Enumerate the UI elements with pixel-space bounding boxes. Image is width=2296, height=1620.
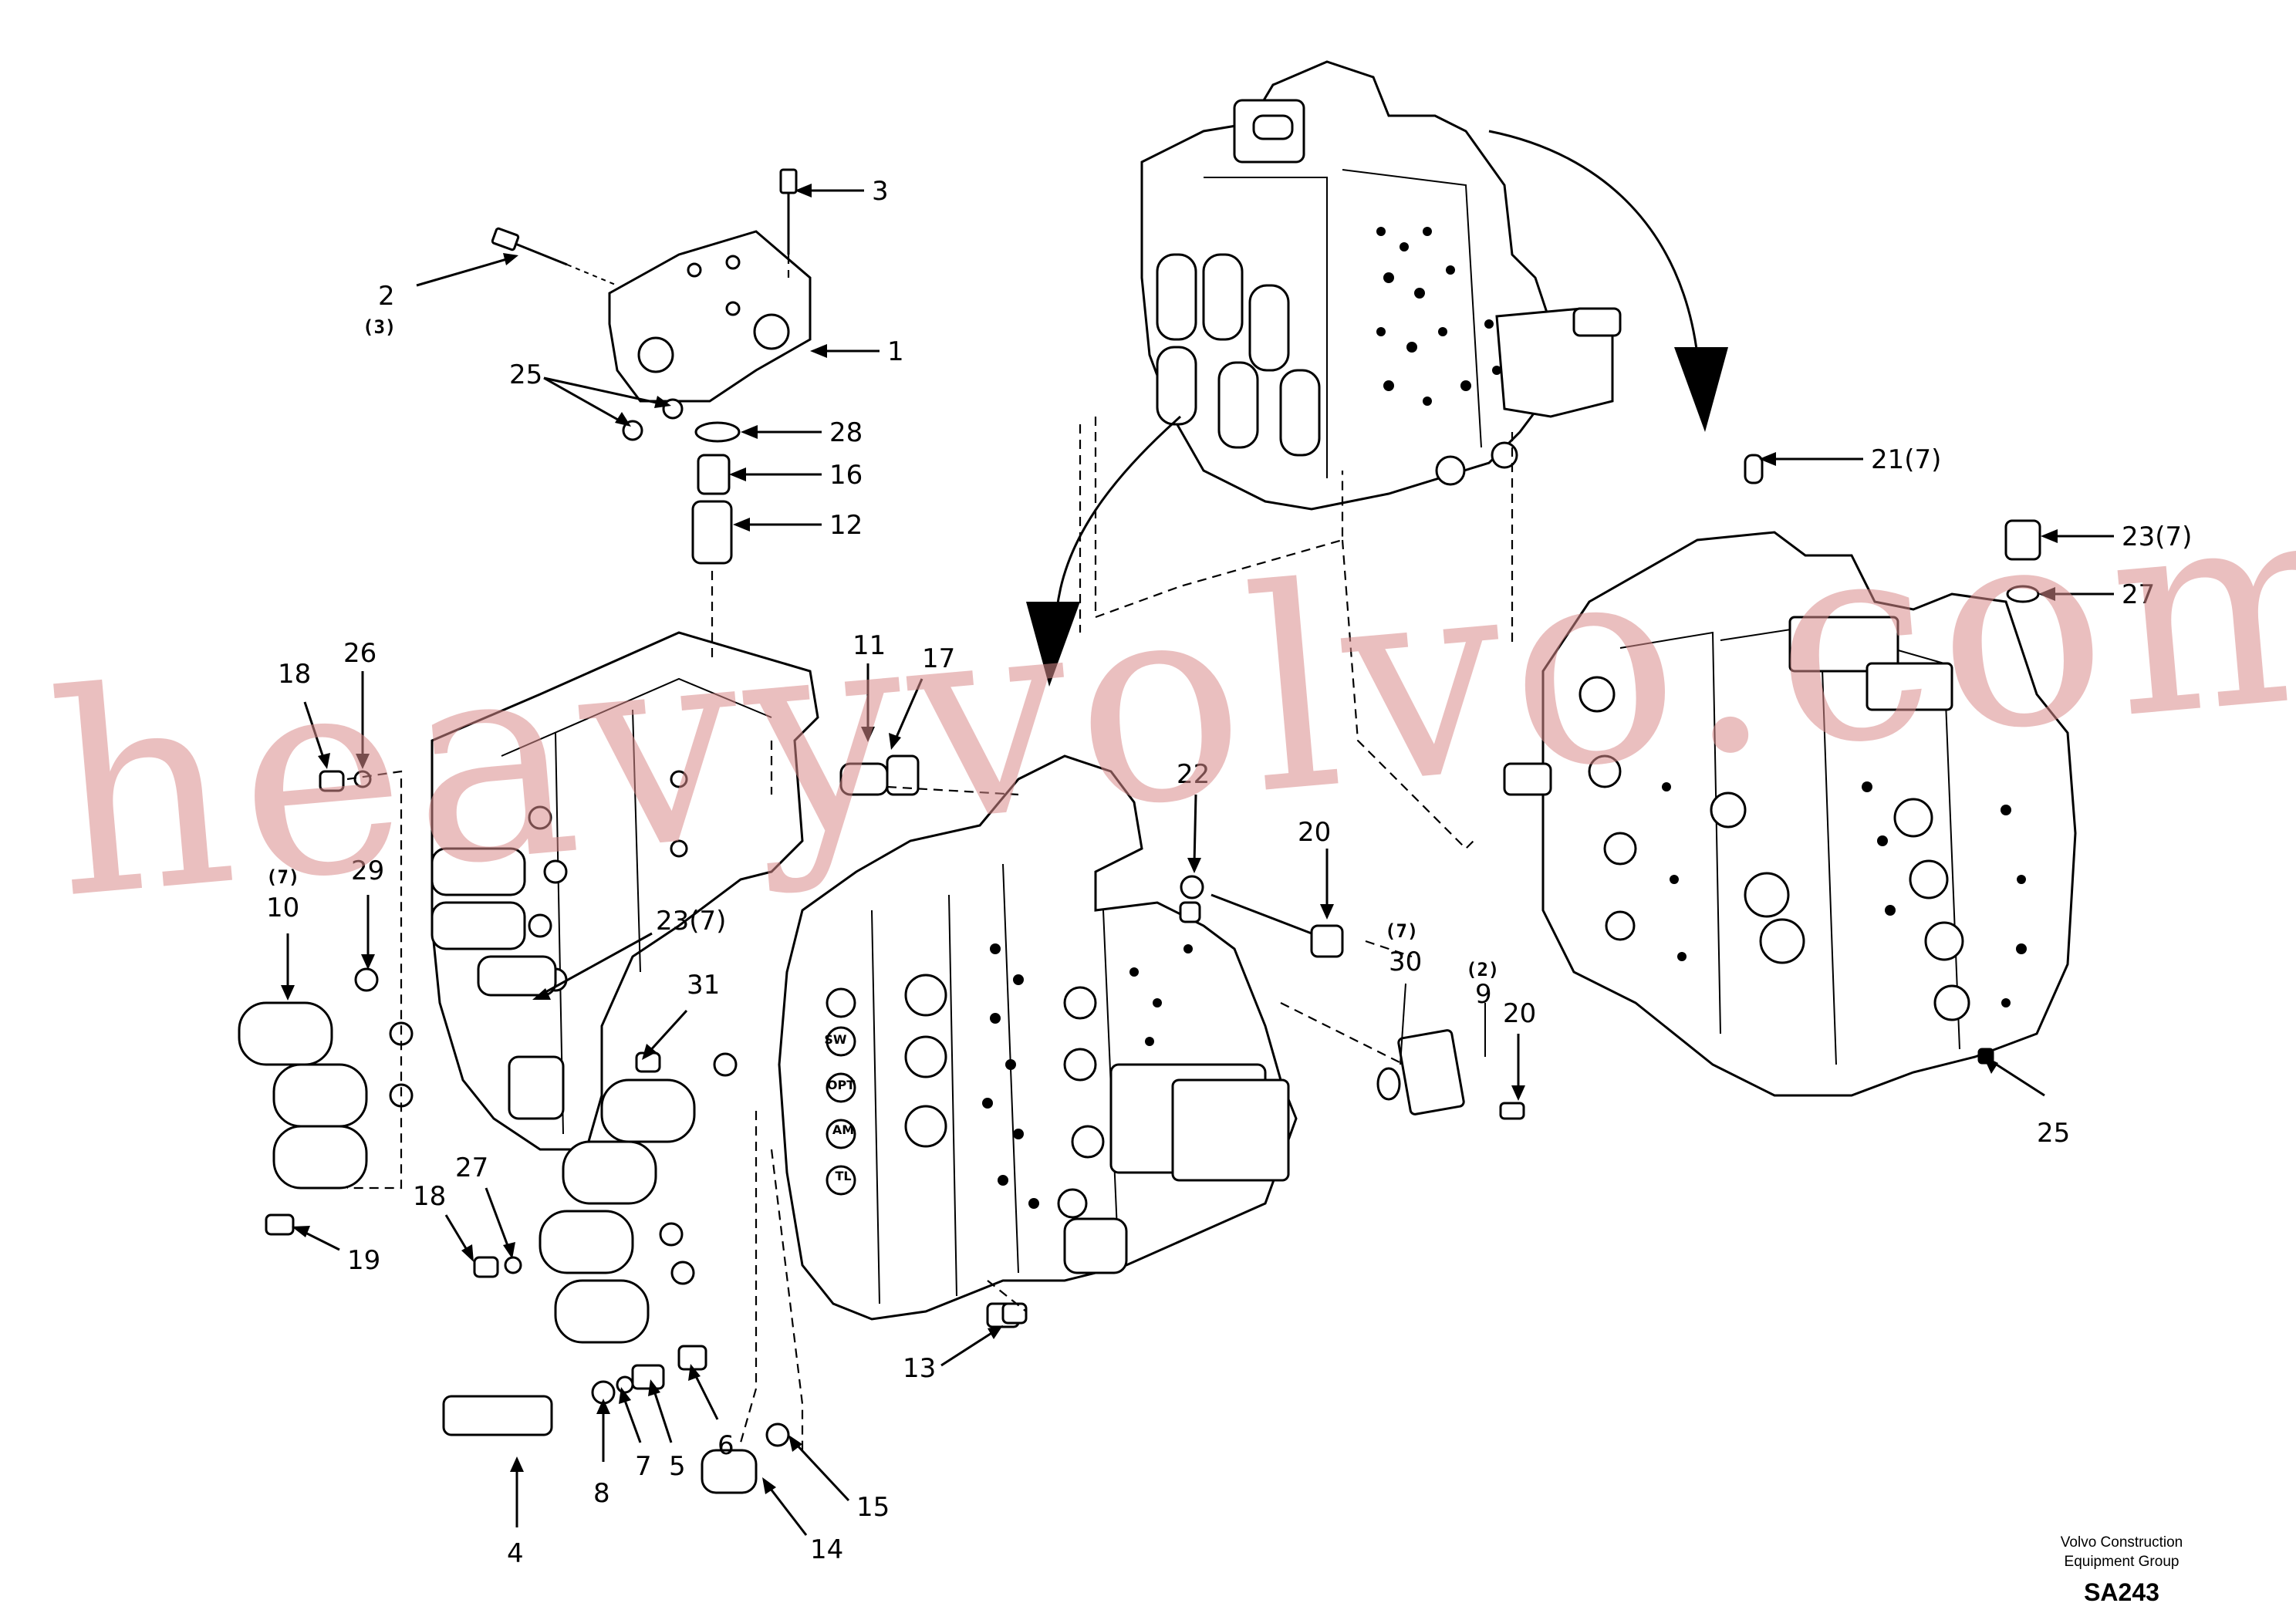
svg-text:(2): (2) xyxy=(1466,959,1499,980)
svg-text:5: 5 xyxy=(669,1451,686,1482)
svg-text:(7): (7) xyxy=(266,866,299,888)
callout-27a: 26 xyxy=(343,638,376,769)
cartridges-10 xyxy=(238,1001,696,1344)
callout-19: 19 xyxy=(292,1226,380,1276)
svg-text:15: 15 xyxy=(856,1492,890,1523)
svg-text:20: 20 xyxy=(1503,998,1536,1029)
callout-30: 29 xyxy=(351,856,384,970)
callout-27b: 27 xyxy=(455,1153,515,1259)
svg-text:23(7): 23(7) xyxy=(2122,521,2192,552)
svg-text:(7): (7) xyxy=(1385,920,1418,942)
diagram-code: SA243 xyxy=(2084,1578,2159,1606)
callout-12: 12 xyxy=(733,510,863,541)
svg-text:26: 26 xyxy=(343,638,376,669)
assembled-control-valve xyxy=(1140,60,1622,511)
callout-2: 2 (3) xyxy=(363,253,518,338)
svg-text:21(7): 21(7) xyxy=(1871,444,1941,475)
bolt-part-2 xyxy=(491,227,618,286)
cover-block-part-1 xyxy=(608,230,812,403)
callout-11: 11 xyxy=(853,630,886,742)
callout-25b: 25 xyxy=(1983,1055,2070,1149)
callout-25a: 23(7) xyxy=(532,906,726,1000)
callout-21: 20 xyxy=(1298,817,1334,920)
svg-text:(3): (3) xyxy=(363,316,396,338)
svg-text:27: 27 xyxy=(2122,579,2155,610)
port-label-tl: TL xyxy=(835,1169,851,1183)
callout-6: 6 xyxy=(688,1364,734,1461)
callout-17: 17 xyxy=(889,643,955,750)
svg-text:23(7): 23(7) xyxy=(656,906,726,937)
svg-text:4: 4 xyxy=(507,1538,524,1569)
callout-5: 5 xyxy=(648,1379,686,1482)
svg-text:3: 3 xyxy=(872,176,889,207)
left-valve-section xyxy=(430,631,819,1151)
svg-text:2: 2 xyxy=(378,281,395,312)
port-label-opt: OPT xyxy=(827,1078,855,1092)
svg-text:18: 18 xyxy=(413,1181,446,1212)
svg-text:27: 27 xyxy=(455,1153,488,1183)
footer-company-line1: Volvo Construction xyxy=(2061,1534,2183,1551)
port-label-sw: SW xyxy=(824,1032,847,1047)
bolt-part-3 xyxy=(779,168,798,255)
callout-18b: 18 xyxy=(413,1181,474,1262)
svg-text:12: 12 xyxy=(829,510,863,541)
svg-text:11: 11 xyxy=(853,630,886,661)
callout-1: 1 xyxy=(810,336,904,367)
svg-text:25: 25 xyxy=(509,359,542,390)
callout-20: 20 xyxy=(1503,998,1536,1101)
callout-26: 25 xyxy=(509,359,671,427)
svg-text:31: 31 xyxy=(687,970,720,1001)
svg-text:1: 1 xyxy=(887,336,904,367)
svg-text:16: 16 xyxy=(829,460,863,491)
callout-14: 14 xyxy=(762,1477,843,1565)
callout-3: 3 xyxy=(795,176,889,207)
rear-view-control-valve xyxy=(1503,531,2077,1097)
svg-text:22: 22 xyxy=(1177,759,1210,790)
callout-16: 16 xyxy=(729,460,863,491)
spring-16 xyxy=(697,454,731,495)
svg-text:30: 30 xyxy=(1389,947,1422,977)
port-label-am: AM xyxy=(832,1122,854,1137)
footer-company-line2: Equipment Group xyxy=(2065,1554,2180,1570)
svg-text:20: 20 xyxy=(1298,817,1331,848)
callout-10: (7) 10 xyxy=(266,866,299,1001)
callout-18a: 18 xyxy=(278,659,330,769)
callout-24: 23(7) xyxy=(2041,521,2192,552)
callout-15: 15 xyxy=(788,1435,890,1523)
sleeve-12 xyxy=(691,500,733,565)
callout-13: 13 xyxy=(903,1325,1003,1384)
svg-text:6: 6 xyxy=(718,1430,734,1461)
callout-8: 8 xyxy=(593,1399,610,1509)
svg-text:19: 19 xyxy=(347,1245,380,1276)
svg-text:9: 9 xyxy=(1475,979,1492,1010)
svg-text:28: 28 xyxy=(829,417,863,448)
callout-7: 7 xyxy=(619,1387,652,1482)
callout-23: 22 xyxy=(1177,759,1210,873)
svg-text:10: 10 xyxy=(266,893,299,923)
callout-9: (2) 9 xyxy=(1466,959,1499,1057)
callout-4: 4 xyxy=(507,1456,524,1569)
o-ring-29 xyxy=(694,421,741,443)
callout-22: 21(7) xyxy=(1759,444,1941,475)
callout-31: (7) 30 xyxy=(1385,920,1422,1065)
callout-32: 31 xyxy=(642,970,720,1060)
svg-text:25: 25 xyxy=(2037,1118,2070,1149)
svg-text:29: 29 xyxy=(351,856,384,886)
svg-text:8: 8 xyxy=(593,1478,610,1509)
svg-text:18: 18 xyxy=(278,659,311,690)
svg-text:17: 17 xyxy=(922,643,955,674)
fittings xyxy=(265,454,2041,1494)
callout-28: 27 xyxy=(2038,579,2155,610)
svg-text:7: 7 xyxy=(635,1451,652,1482)
svg-text:13: 13 xyxy=(903,1353,936,1384)
svg-text:14: 14 xyxy=(810,1534,843,1565)
main-valve-body: SW OPT AM TL xyxy=(778,754,1298,1321)
callout-29: 28 xyxy=(741,417,863,448)
